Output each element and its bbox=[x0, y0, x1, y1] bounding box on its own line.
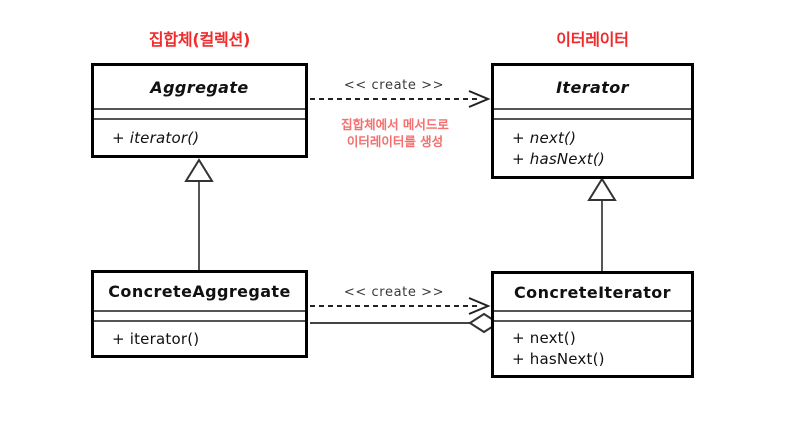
operation-item: + next() bbox=[512, 128, 577, 147]
class-name-concrete-iterator: ConcreteIterator bbox=[514, 282, 671, 302]
class-box-concrete-aggregate[interactable]: ConcreteAggregate + iterator() bbox=[91, 270, 308, 358]
aggregation-concrete-iterator-to-concrete-aggregate bbox=[310, 312, 500, 334]
class-operations-iterator: + next() + hasNext() bbox=[494, 120, 691, 176]
generalization-concrete-iterator-to-iterator bbox=[587, 177, 617, 271]
class-box-iterator[interactable]: Iterator + next() + hasNext() bbox=[491, 63, 694, 179]
class-name-iterator: Iterator bbox=[556, 77, 629, 97]
class-operations-concrete-iterator: + next() + hasNext() bbox=[494, 322, 691, 375]
operation-item: + iterator() bbox=[112, 329, 200, 348]
group-caption-aggregate: 집합체(컬렉션) bbox=[148, 30, 251, 49]
generalization-concrete-aggregate-to-aggregate bbox=[184, 158, 214, 270]
dependency-aggregate-creates-iterator bbox=[310, 90, 491, 108]
dependency-concrete-aggregate-creates-concrete-iterator bbox=[310, 297, 491, 315]
class-name-aggregate: Aggregate bbox=[150, 77, 249, 97]
operation-item: + hasNext() bbox=[512, 149, 605, 168]
class-attributes-iterator bbox=[494, 108, 691, 120]
class-attributes-concrete-iterator bbox=[494, 310, 691, 322]
annotation-line-2: 이터레이터를 생성 bbox=[346, 133, 444, 149]
open-arrow-head bbox=[468, 297, 491, 315]
annotation-create-note: 집합체에서 메서드로 이터레이터를 생성 bbox=[315, 117, 475, 151]
edge-label-create-bottom: << create >> bbox=[343, 285, 445, 300]
operation-item: + hasNext() bbox=[512, 350, 605, 368]
class-attributes-aggregate bbox=[94, 108, 305, 120]
edge-label-create-top: << create >> bbox=[343, 78, 445, 93]
operation-item: + next() bbox=[512, 329, 576, 347]
hollow-triangle bbox=[587, 177, 617, 201]
class-box-concrete-iterator[interactable]: ConcreteIterator + next() + hasNext() bbox=[491, 271, 694, 378]
group-caption-iterator: 이터레이터 bbox=[556, 30, 629, 49]
class-operations-aggregate: + iterator() bbox=[94, 120, 305, 155]
annotation-line-1: 집합체에서 메서드로 bbox=[341, 117, 449, 132]
class-box-aggregate[interactable]: Aggregate + iterator() bbox=[91, 63, 308, 158]
hollow-triangle bbox=[184, 158, 214, 182]
class-operations-concrete-aggregate: + iterator() bbox=[94, 322, 305, 355]
class-attributes-concrete-aggregate bbox=[94, 310, 305, 322]
open-arrow-head bbox=[468, 90, 491, 108]
class-name-concrete-aggregate: ConcreteAggregate bbox=[108, 282, 291, 301]
operation-item: + iterator() bbox=[112, 128, 200, 147]
